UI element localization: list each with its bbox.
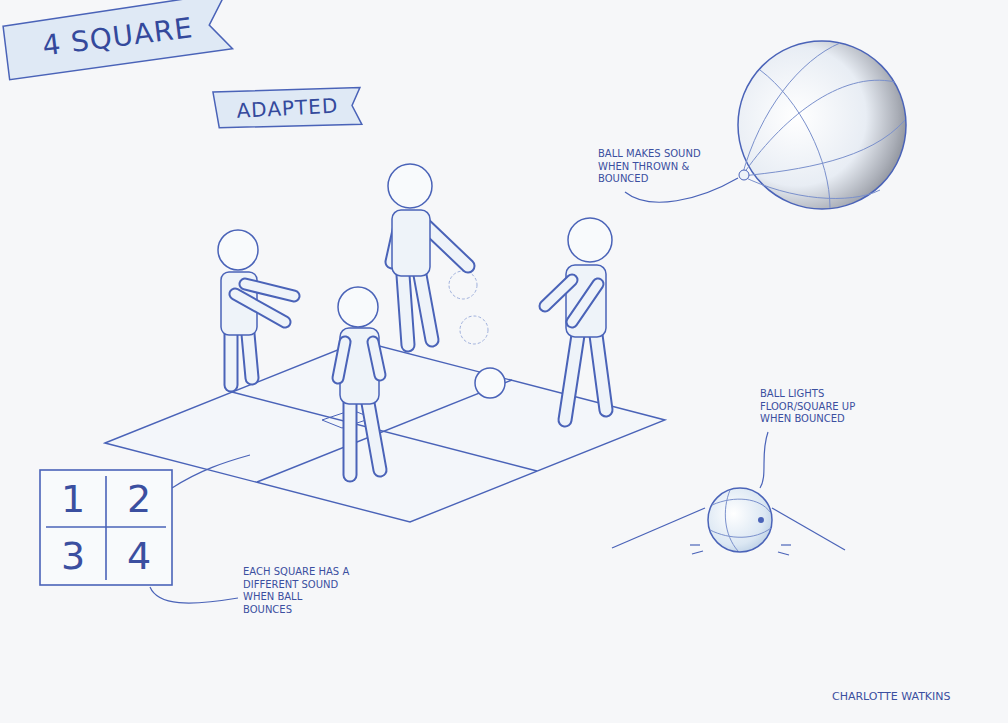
leader-line xyxy=(172,455,250,488)
square-key-grid xyxy=(40,470,172,585)
annotation-note: EACH SQUARE HAS A DIFFERENT SOUND WHEN B… xyxy=(243,566,351,616)
square-number: 2 xyxy=(106,470,172,527)
square-number: 4 xyxy=(106,527,172,585)
leader-line xyxy=(150,587,238,603)
ball-trail xyxy=(449,271,477,299)
player-figure xyxy=(218,230,294,385)
annotation-note: BALL MAKES SOUND WHEN THROWN & BOUNCED xyxy=(598,148,710,186)
player-figure xyxy=(545,218,612,420)
player-figure xyxy=(338,287,380,475)
leader-line xyxy=(760,432,768,488)
signature: CHARLOTTE WATKINS xyxy=(832,690,1002,704)
light-ball-detail xyxy=(612,488,845,555)
ribbon-banner: ADAPTED xyxy=(213,84,362,132)
floor-grid xyxy=(105,341,665,522)
ribbon-banner: 4 SQUARE xyxy=(2,0,233,80)
square-number: 1 xyxy=(40,470,106,527)
ball xyxy=(475,368,505,398)
ball-trail xyxy=(460,316,488,344)
sound-ball-detail xyxy=(738,41,906,209)
square-number: 3 xyxy=(40,527,106,585)
player-figure xyxy=(388,164,468,345)
annotation-note: BALL LIGHTS FLOOR/SQUARE UP WHEN BOUNCED xyxy=(760,388,870,426)
